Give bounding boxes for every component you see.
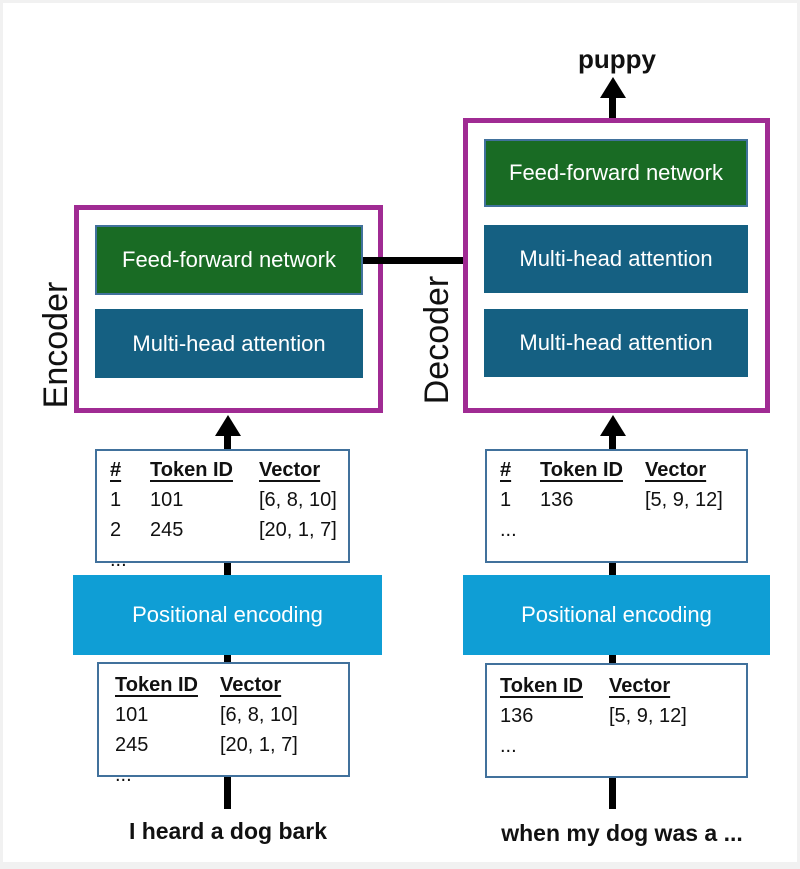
table-row: 245 [20, 1, 7] bbox=[115, 730, 348, 760]
table-header: # Token ID Vector bbox=[110, 455, 348, 485]
col-num-header: # bbox=[500, 459, 512, 481]
arrow-stem bbox=[609, 96, 616, 118]
cell-vector: [20, 1, 7] bbox=[259, 519, 337, 541]
encoder-input-text: I heard a dog bark bbox=[128, 818, 328, 844]
encoder-feed-forward-block: Feed-forward network bbox=[95, 225, 363, 295]
table-ellipsis-row: ... bbox=[500, 731, 746, 761]
table-ellipsis-row: ... bbox=[115, 760, 348, 790]
col-vector-header: Vector bbox=[220, 674, 282, 696]
col-token-header: Token ID bbox=[150, 459, 233, 481]
col-token-header: Token ID bbox=[500, 675, 583, 697]
table-ellipsis-row: ... bbox=[110, 545, 348, 575]
col-token-header: Token ID bbox=[115, 674, 198, 696]
decoder-cross-attention-block: Multi-head attention bbox=[484, 225, 748, 293]
decoder-self-attention-block: Multi-head attention bbox=[484, 309, 748, 377]
encoder-multi-head-attention-block: Multi-head attention bbox=[95, 309, 363, 378]
arrow-stem bbox=[609, 434, 616, 449]
table-row: 2 245 [20, 1, 7] bbox=[110, 515, 348, 545]
decoder-upper-token-table: # Token ID Vector 1 136 [5, 9, 12] ... bbox=[485, 449, 748, 563]
decoder-label: Decoder bbox=[417, 275, 456, 405]
decoder-output-word: puppy bbox=[578, 44, 656, 74]
ellipsis: ... bbox=[500, 519, 517, 541]
ellipsis: ... bbox=[500, 735, 517, 757]
cell-vector: [5, 9, 12] bbox=[645, 489, 723, 511]
col-num-header: # bbox=[110, 459, 122, 481]
cell-vector: [5, 9, 12] bbox=[609, 705, 687, 727]
col-vector-header: Vector bbox=[645, 459, 707, 481]
cell-vector: [6, 8, 10] bbox=[259, 489, 337, 511]
table-header: Token ID Vector bbox=[500, 671, 746, 701]
table-row: 1 101 [6, 8, 10] bbox=[110, 485, 348, 515]
cross-arrow-stem bbox=[363, 257, 467, 264]
arrow-stem bbox=[224, 434, 231, 449]
cell-vector: [6, 8, 10] bbox=[220, 704, 298, 726]
encoder-label: Encoder bbox=[36, 281, 75, 409]
decoder-feed-forward-block: Feed-forward network bbox=[484, 139, 748, 207]
cell-num: 1 bbox=[110, 489, 122, 511]
frame-right bbox=[797, 0, 800, 869]
table-row: 136 [5, 9, 12] bbox=[500, 701, 746, 731]
encoder-positional-encoding: Positional encoding bbox=[73, 575, 382, 655]
cell-token: 101 bbox=[115, 704, 149, 726]
frame-left bbox=[0, 0, 3, 869]
ellipsis: ... bbox=[110, 549, 127, 571]
ellipsis: ... bbox=[115, 764, 132, 786]
encoder-lower-token-table: Token ID Vector 101 [6, 8, 10] 245 [20, … bbox=[97, 662, 350, 786]
col-vector-header: Vector bbox=[609, 675, 671, 697]
cell-token: 136 bbox=[500, 705, 534, 727]
frame-top bbox=[0, 0, 800, 3]
decoder-input-text: when my dog was a ... bbox=[501, 820, 743, 846]
arrow-stem bbox=[609, 563, 616, 575]
arrow-stem bbox=[224, 777, 231, 809]
decoder-lower-token-table: Token ID Vector 136 [5, 9, 12] ... bbox=[485, 663, 748, 778]
col-vector-header: Vector bbox=[259, 459, 321, 481]
table-row: 101 [6, 8, 10] bbox=[115, 700, 348, 730]
arrow-stem bbox=[224, 563, 231, 575]
arrow-up-icon bbox=[215, 415, 241, 436]
cell-token: 101 bbox=[150, 489, 184, 511]
cell-vector: [20, 1, 7] bbox=[220, 734, 298, 756]
arrow-stem bbox=[224, 655, 231, 662]
cell-num: 1 bbox=[500, 489, 512, 511]
arrow-stem bbox=[609, 778, 616, 809]
cell-token: 245 bbox=[150, 519, 184, 541]
cell-token: 136 bbox=[540, 489, 574, 511]
table-ellipsis-row: ... bbox=[500, 515, 746, 545]
decoder-positional-encoding: Positional encoding bbox=[463, 575, 770, 655]
table-header: # Token ID Vector bbox=[500, 455, 746, 485]
cell-num: 2 bbox=[110, 519, 122, 541]
col-token-header: Token ID bbox=[540, 459, 623, 481]
table-row: 1 136 [5, 9, 12] bbox=[500, 485, 746, 515]
arrow-up-icon bbox=[600, 77, 626, 98]
frame-bottom bbox=[0, 862, 800, 869]
arrow-stem bbox=[609, 655, 616, 663]
arrow-up-icon bbox=[600, 415, 626, 436]
cell-token: 245 bbox=[115, 734, 149, 756]
encoder-upper-token-table: # Token ID Vector 1 101 [6, 8, 10] 2 245… bbox=[95, 449, 350, 571]
table-header: Token ID Vector bbox=[115, 670, 348, 700]
